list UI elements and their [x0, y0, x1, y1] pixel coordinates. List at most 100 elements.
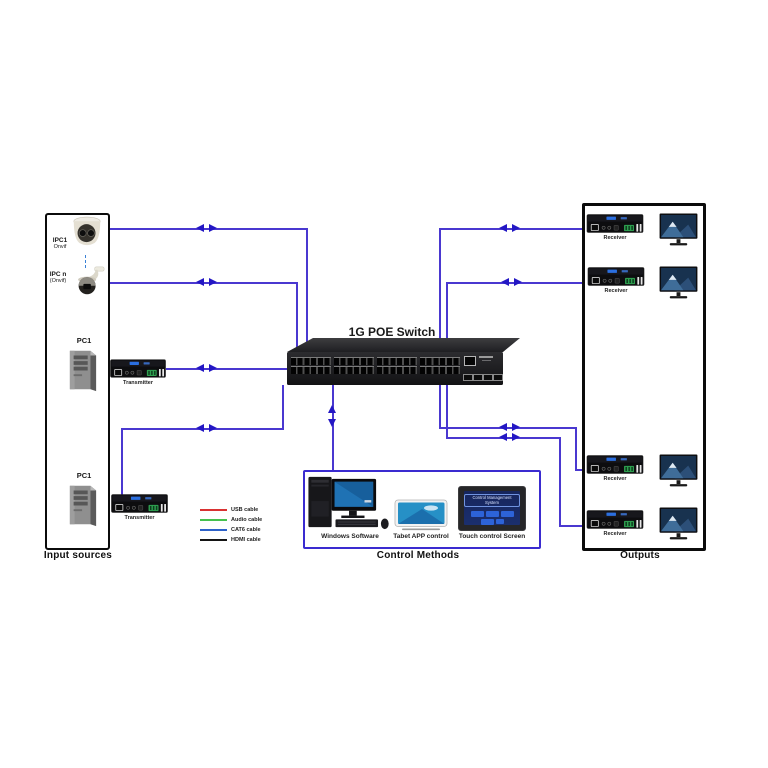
receiver-device-icon	[587, 267, 645, 286]
cat6-cable-segment	[559, 437, 561, 527]
pc1-top-label: PC1	[76, 336, 92, 345]
ipc1-name: IPC1	[52, 237, 68, 244]
arrow-right-icon	[209, 364, 217, 372]
arrow-right-icon	[512, 433, 520, 441]
arrow-right-icon	[512, 224, 520, 232]
legend-cat6-line	[200, 529, 227, 531]
arrow-right-icon	[209, 224, 217, 232]
tower-pc-icon	[69, 485, 97, 527]
cat6-cable-segment	[296, 282, 298, 353]
arrow-right-icon	[514, 278, 522, 286]
receiver-device-icon	[586, 214, 644, 233]
transmitter-top-label: Transmitter	[123, 380, 153, 386]
cat6-cable-segment	[121, 428, 123, 495]
ipc1-protocol: Onvif	[53, 244, 67, 251]
switch-marking	[482, 359, 491, 361]
ptz-camera-icon	[78, 266, 105, 295]
legend-hdmi-label: HDMI cable	[231, 536, 261, 543]
switch-port-group	[377, 357, 417, 374]
cat6-cable-segment	[439, 385, 441, 428]
monitor-icon	[659, 454, 698, 487]
arrow-down-icon	[328, 419, 336, 427]
switch-sfp-port	[463, 374, 473, 381]
receiver2-label: Receiver	[604, 288, 628, 294]
legend-hdmi-line	[200, 539, 227, 541]
cat6-cable-segment	[306, 228, 308, 353]
input-sources-caption: Input sources	[43, 550, 113, 561]
touch-panel-button	[480, 519, 494, 525]
ipcn-name: IPC n	[49, 271, 67, 278]
ipcn-label: IPC n (Onvif)	[45, 271, 71, 285]
arrow-left-icon	[196, 224, 204, 232]
switch-sfp-port	[473, 374, 483, 381]
arrow-left-icon	[501, 278, 509, 286]
legend-usb-line	[200, 509, 227, 511]
ipcn-protocol: (Onvif)	[49, 278, 67, 285]
touch-panel-screen: Control Management System	[464, 491, 520, 525]
cat6-cable-segment	[446, 282, 598, 284]
dome-camera-icon	[73, 216, 101, 246]
tablet-app-label: Tabet APP control	[393, 533, 449, 540]
monitor-icon	[659, 507, 698, 540]
arrow-left-icon	[499, 433, 507, 441]
cat6-cable-segment	[332, 385, 334, 470]
arrow-left-icon	[196, 364, 204, 372]
cat6-cable-segment	[446, 283, 448, 353]
touch-panel-button	[470, 511, 484, 518]
switch-port-group	[334, 357, 374, 374]
receiver-device-icon	[586, 510, 644, 529]
desktop-pc-icon	[308, 476, 389, 530]
touch-panel-button	[485, 511, 499, 518]
cat6-cable-segment	[559, 525, 595, 527]
touch-panel-icon: Control Management System	[458, 486, 526, 531]
arrow-up-icon	[328, 405, 336, 413]
legend-audio-label: Audio cable	[231, 516, 263, 523]
cat6-cable-segment	[166, 368, 287, 370]
switch-port-group	[291, 357, 331, 374]
receiver-device-icon	[586, 455, 644, 474]
outputs-caption: Outputs	[620, 550, 660, 561]
dashed-link-line	[85, 255, 86, 268]
transmitter-device-icon	[110, 359, 166, 378]
cat6-cable-segment	[446, 385, 448, 438]
monitor-icon	[659, 266, 698, 299]
switch-sfp-port	[493, 374, 503, 381]
arrow-left-icon	[196, 278, 204, 286]
switch-title: 1G POE Switch	[348, 325, 436, 339]
cat6-cable-segment	[439, 229, 441, 353]
ipc1-label: IPC1 Onvif	[48, 237, 72, 251]
transmitter-bottom-label: Transmitter	[124, 515, 155, 521]
outputs-box	[582, 203, 706, 551]
poe-switch-image	[287, 338, 520, 352]
windows-software-label: Windows Software	[321, 533, 379, 540]
touch-panel-buttons	[464, 511, 520, 525]
transmitter-device-icon	[111, 494, 168, 513]
arrow-left-icon	[499, 224, 507, 232]
legend-audio-line	[200, 519, 227, 521]
tablet-icon	[394, 499, 448, 531]
cat6-cable-segment	[282, 385, 284, 429]
touch-panel-button	[500, 511, 514, 518]
receiver3-label: Receiver	[603, 476, 627, 482]
touch-screen-label: Touch control Screen	[458, 533, 526, 540]
arrow-right-icon	[512, 423, 520, 431]
tower-pc-icon	[69, 350, 97, 392]
legend-cat6-label: CAT6 cable	[231, 526, 261, 533]
switch-sfp-port	[483, 374, 493, 381]
control-methods-caption: Control Methods	[376, 550, 460, 561]
arrow-left-icon	[196, 424, 204, 432]
switch-port-group	[420, 357, 460, 374]
receiver4-label: Receiver	[603, 531, 627, 537]
cat6-cable-segment	[439, 427, 576, 429]
arrow-left-icon	[499, 423, 507, 431]
legend-usb-label: USB cable	[231, 506, 259, 513]
cat6-cable-segment	[105, 228, 308, 230]
switch-mgmt-port	[464, 356, 476, 366]
monitor-icon	[659, 213, 698, 246]
touch-panel-button	[495, 519, 504, 525]
arrow-right-icon	[209, 278, 217, 286]
receiver1-label: Receiver	[603, 235, 627, 241]
arrow-right-icon	[209, 424, 217, 432]
pc1-bottom-label: PC1	[76, 471, 92, 480]
